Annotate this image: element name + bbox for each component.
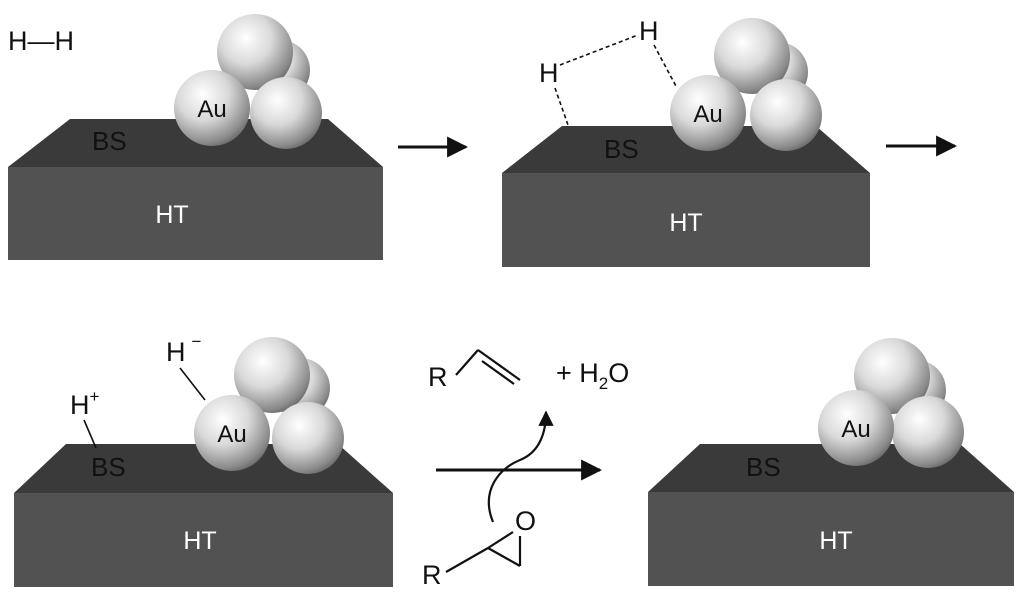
epoxide-oxygen-label: O: [515, 506, 536, 536]
epoxide-c-c-bond: [487, 547, 521, 567]
alkene-bonds: [455, 349, 521, 385]
h-atom-right-label: H: [639, 16, 659, 46]
au-sphere-right: [892, 396, 964, 468]
support-block: [648, 444, 1014, 586]
au-label: Au: [693, 101, 722, 128]
panel-heterolytic-h: BS HT Au H+ H−: [14, 332, 393, 587]
au-sphere-right: [250, 77, 322, 149]
au-label: Au: [841, 416, 870, 443]
h-au-dashed-bond: [653, 44, 678, 89]
support-front-face: [648, 492, 1014, 586]
ht-label: HT: [669, 209, 702, 237]
h-plus-bond: [83, 419, 97, 449]
alkene-double-bond-a: [477, 349, 521, 381]
ht-label: HT: [155, 201, 188, 229]
au-cluster: [670, 18, 822, 151]
r-alkene-label: R: [428, 362, 448, 392]
panel-h2-dissociation: BS HT Au H H: [502, 16, 870, 267]
au-sphere-front: [174, 70, 250, 146]
bs-label: BS: [746, 452, 781, 482]
au-sphere-front: [194, 395, 270, 471]
support-front-face: [14, 493, 393, 587]
au-sphere-front: [818, 390, 894, 466]
alkene-double-bond-b: [481, 360, 515, 385]
ht-label: HT: [819, 527, 852, 555]
au-sphere-top: [234, 337, 310, 413]
au-sphere-top: [714, 18, 790, 94]
au-sphere-right: [272, 402, 344, 474]
bs-label: BS: [604, 134, 639, 164]
water-label: + H2O: [556, 358, 629, 393]
bs-label: BS: [92, 126, 127, 156]
au-sphere-front: [670, 75, 746, 151]
support-block: [502, 126, 870, 267]
bs-label: BS: [91, 452, 126, 482]
h-minus-label: H−: [166, 332, 202, 367]
h-bs-dashed-bond: [554, 87, 569, 126]
h-minus-bond: [179, 367, 206, 401]
alkene-single-bond: [455, 349, 479, 376]
epoxide-c-o-bond-left: [487, 531, 514, 549]
au-cluster: [818, 338, 964, 468]
au-sphere-right: [750, 79, 822, 151]
support-front-face: [502, 173, 870, 267]
au-cluster: [194, 337, 344, 474]
au-cluster: [174, 14, 322, 149]
h2-molecule-label: H—H: [8, 26, 74, 56]
au-label: Au: [217, 421, 246, 448]
curved-conversion-arrow: [487, 410, 554, 523]
au-label: Au: [197, 96, 226, 123]
r-epoxide-label: R: [422, 560, 442, 590]
epoxide-r-bond: [445, 547, 489, 573]
panel-regenerated-catalyst: BS HT Au: [648, 338, 1014, 586]
support-front-face: [8, 167, 383, 260]
h-h-dashed-bond: [559, 34, 639, 66]
ht-label: HT: [183, 527, 216, 555]
panel-h2-approach: H—H BS HT Au: [8, 14, 383, 260]
h-plus-label: H+: [70, 387, 100, 420]
au-sphere-top: [217, 14, 293, 90]
h-atom-left-label: H: [539, 58, 559, 88]
support-block: [14, 444, 393, 587]
reaction-scheme: R + H2O R O: [422, 349, 629, 590]
epoxide-bonds: [445, 531, 522, 573]
